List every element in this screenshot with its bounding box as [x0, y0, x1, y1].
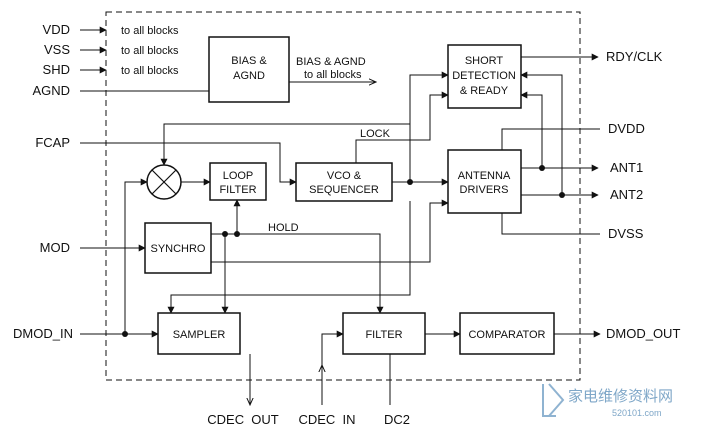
watermark-logo-icon [542, 383, 565, 417]
pin-dvdd: DVDD [608, 121, 645, 136]
label-lock: LOCK [360, 128, 391, 140]
svg-text:SAMPLER: SAMPLER [173, 329, 226, 341]
vco-sequencer-block: VCO &SEQUENCER [295, 162, 393, 202]
svg-text:FILTER: FILTER [365, 329, 402, 341]
pin-vss: VSS [44, 42, 70, 57]
pin-dc2: DC2 [384, 412, 410, 427]
pin-cdec-in: CDEC IN [298, 412, 355, 427]
note-to-all-vdd: to all blocks [121, 25, 179, 37]
pin-dmod-in: DMOD_IN [13, 326, 73, 341]
pin-mod: MOD [40, 240, 70, 255]
watermark-url: 520101.com [612, 408, 662, 418]
comparator-block: COMPARATOR [459, 312, 555, 355]
svg-text:VCO &SEQUENCER: VCO &SEQUENCER [309, 170, 379, 196]
watermark-text: 家电维修资料网 [568, 388, 673, 405]
pin-ant1: ANT1 [610, 160, 643, 175]
pin-dmod-out: DMOD_OUT [606, 326, 680, 341]
watermark: 家电维修资料网 520101.com [542, 383, 673, 418]
synchro-block: SYNCHRO [144, 222, 212, 274]
bias-agnd-block: BIAS &AGND [208, 36, 290, 103]
note-bias-agnd: BIAS & AGND [296, 56, 366, 68]
label-hold: HOLD [268, 222, 299, 234]
pin-dvss: DVSS [608, 226, 644, 241]
sampler-block: SAMPLER [157, 312, 241, 355]
pin-rdy-clk: RDY/CLK [606, 49, 663, 64]
note-to-all-vss: to all blocks [121, 45, 179, 57]
pin-cdec-out: CDEC OUT [207, 412, 279, 427]
junction-dots [122, 165, 565, 337]
wires [80, 26, 601, 405]
mixer-symbol [146, 164, 182, 200]
pin-ant2: ANT2 [610, 187, 643, 202]
note-bias-to-all: to all blocks [304, 69, 362, 81]
pin-shd: SHD [43, 62, 70, 77]
filter-block: FILTER [342, 312, 426, 355]
svg-text:COMPARATOR: COMPARATOR [468, 329, 545, 341]
pin-fcap: FCAP [35, 135, 70, 150]
chip-boundary [105, 11, 581, 381]
note-to-all-shd: to all blocks [121, 65, 179, 77]
pin-agnd: AGND [32, 83, 70, 98]
svg-text:BIAS &AGND: BIAS &AGND [231, 55, 267, 82]
pin-vdd: VDD [43, 22, 70, 37]
svg-text:SYNCHRO: SYNCHRO [150, 243, 205, 255]
